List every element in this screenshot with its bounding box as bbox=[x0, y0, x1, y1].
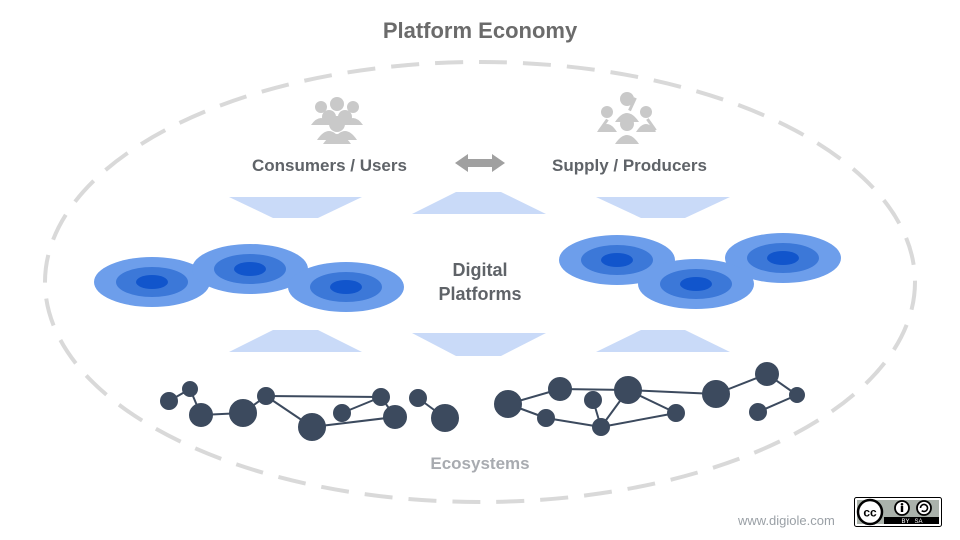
up-arrow-ecosystem-to-platforms-left bbox=[229, 330, 362, 352]
platform-economy-boundary bbox=[43, 60, 917, 504]
supply-producers-label: Supply / Producers bbox=[552, 156, 707, 175]
page-title: Platform Economy bbox=[382, 18, 578, 43]
down-arrow-platforms-to-ecosystem bbox=[412, 333, 546, 356]
platform-disc bbox=[192, 244, 308, 294]
platform-disc bbox=[94, 257, 210, 307]
digital-platforms-label-line1: Digital bbox=[452, 260, 508, 280]
consumers-users-label: Consumers / Users bbox=[252, 156, 407, 175]
up-arrow-platforms-to-center bbox=[412, 192, 546, 214]
ecosystems-label: Ecosystems bbox=[430, 454, 530, 473]
license-text: BY SA bbox=[902, 519, 923, 525]
workers-with-tools-icon bbox=[597, 92, 657, 144]
ecosystem-network-left bbox=[160, 381, 459, 441]
platform-disc bbox=[638, 259, 754, 309]
digital-platforms-label-line2: Platforms bbox=[438, 284, 522, 304]
down-arrow-consumers-to-platforms bbox=[229, 197, 362, 218]
svg-text:cc: cc bbox=[863, 506, 877, 520]
ecosystem-network-right bbox=[494, 362, 805, 436]
digital-platforms-label: Digital Platforms bbox=[420, 258, 540, 306]
group-of-people-icon bbox=[311, 97, 363, 144]
up-arrow-ecosystem-to-platforms-right bbox=[596, 330, 730, 352]
cc-by-sa-icon[interactable]: cc BY SA bbox=[854, 497, 942, 527]
platform-disc bbox=[725, 233, 841, 283]
website-link[interactable]: www.digiole.com bbox=[738, 513, 835, 528]
platform-disc bbox=[288, 262, 404, 312]
double-arrow-icon bbox=[455, 154, 505, 172]
down-arrow-producers-to-platforms bbox=[596, 197, 730, 218]
